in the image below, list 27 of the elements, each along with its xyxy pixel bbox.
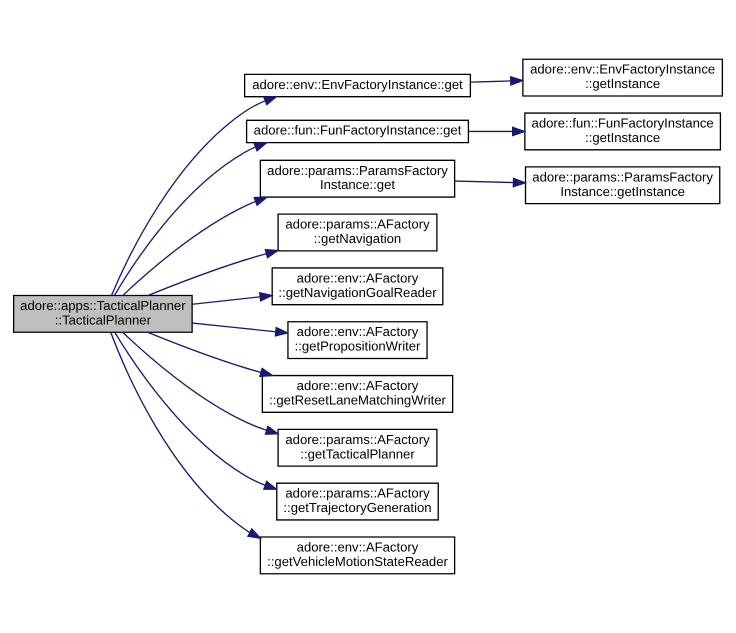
arrow	[148, 332, 274, 378]
node-box: adore::params::ParamsFactory Instance::get	[260, 160, 456, 198]
arrow	[114, 142, 268, 296]
node-box: adore::params::AFactory ::getNavigation	[277, 213, 438, 252]
arrow	[114, 332, 278, 490]
node-box: adore::env::AFactory ::getNavigationGoalReader	[272, 267, 444, 306]
node-box: adore::params::ParamsFactory Instance::getInstance	[524, 166, 720, 204]
arrow	[148, 248, 280, 296]
node-box: adore::fun::FunFactoryInstance::get	[246, 120, 470, 144]
node-box: adore::apps::TacticalPlanner ::TacticalPlanner	[12, 294, 193, 333]
arrow	[468, 126, 526, 136]
node-box: adore::env::AFactory ::getVehicleMotionStateReader	[260, 536, 456, 574]
arrow	[454, 177, 528, 188]
node-box: adore::env::AFactory ::getResetLaneMatchingWriter	[262, 374, 454, 413]
arrow	[110, 332, 262, 540]
node-box: adore::fun::FunFactoryInstance ::getInstance	[524, 112, 722, 150]
arrow	[192, 322, 290, 337]
arrow	[470, 76, 525, 86]
node-box: adore::env::AFactory ::getPropositionWriter	[287, 321, 428, 360]
arrow	[192, 292, 274, 305]
arrow	[110, 96, 278, 296]
node-box: adore::env::EnvFactoryInstance ::getInstance	[522, 58, 724, 97]
arrow	[122, 332, 280, 435]
node-box: adore::env::EnvFactoryInstance::get	[244, 74, 472, 98]
arrow	[122, 196, 269, 296]
node-box: adore::params::AFactory ::getTacticalPlanner	[277, 428, 438, 467]
node-box: adore::params::AFactory ::getTrajectoryGeneration	[276, 482, 439, 521]
